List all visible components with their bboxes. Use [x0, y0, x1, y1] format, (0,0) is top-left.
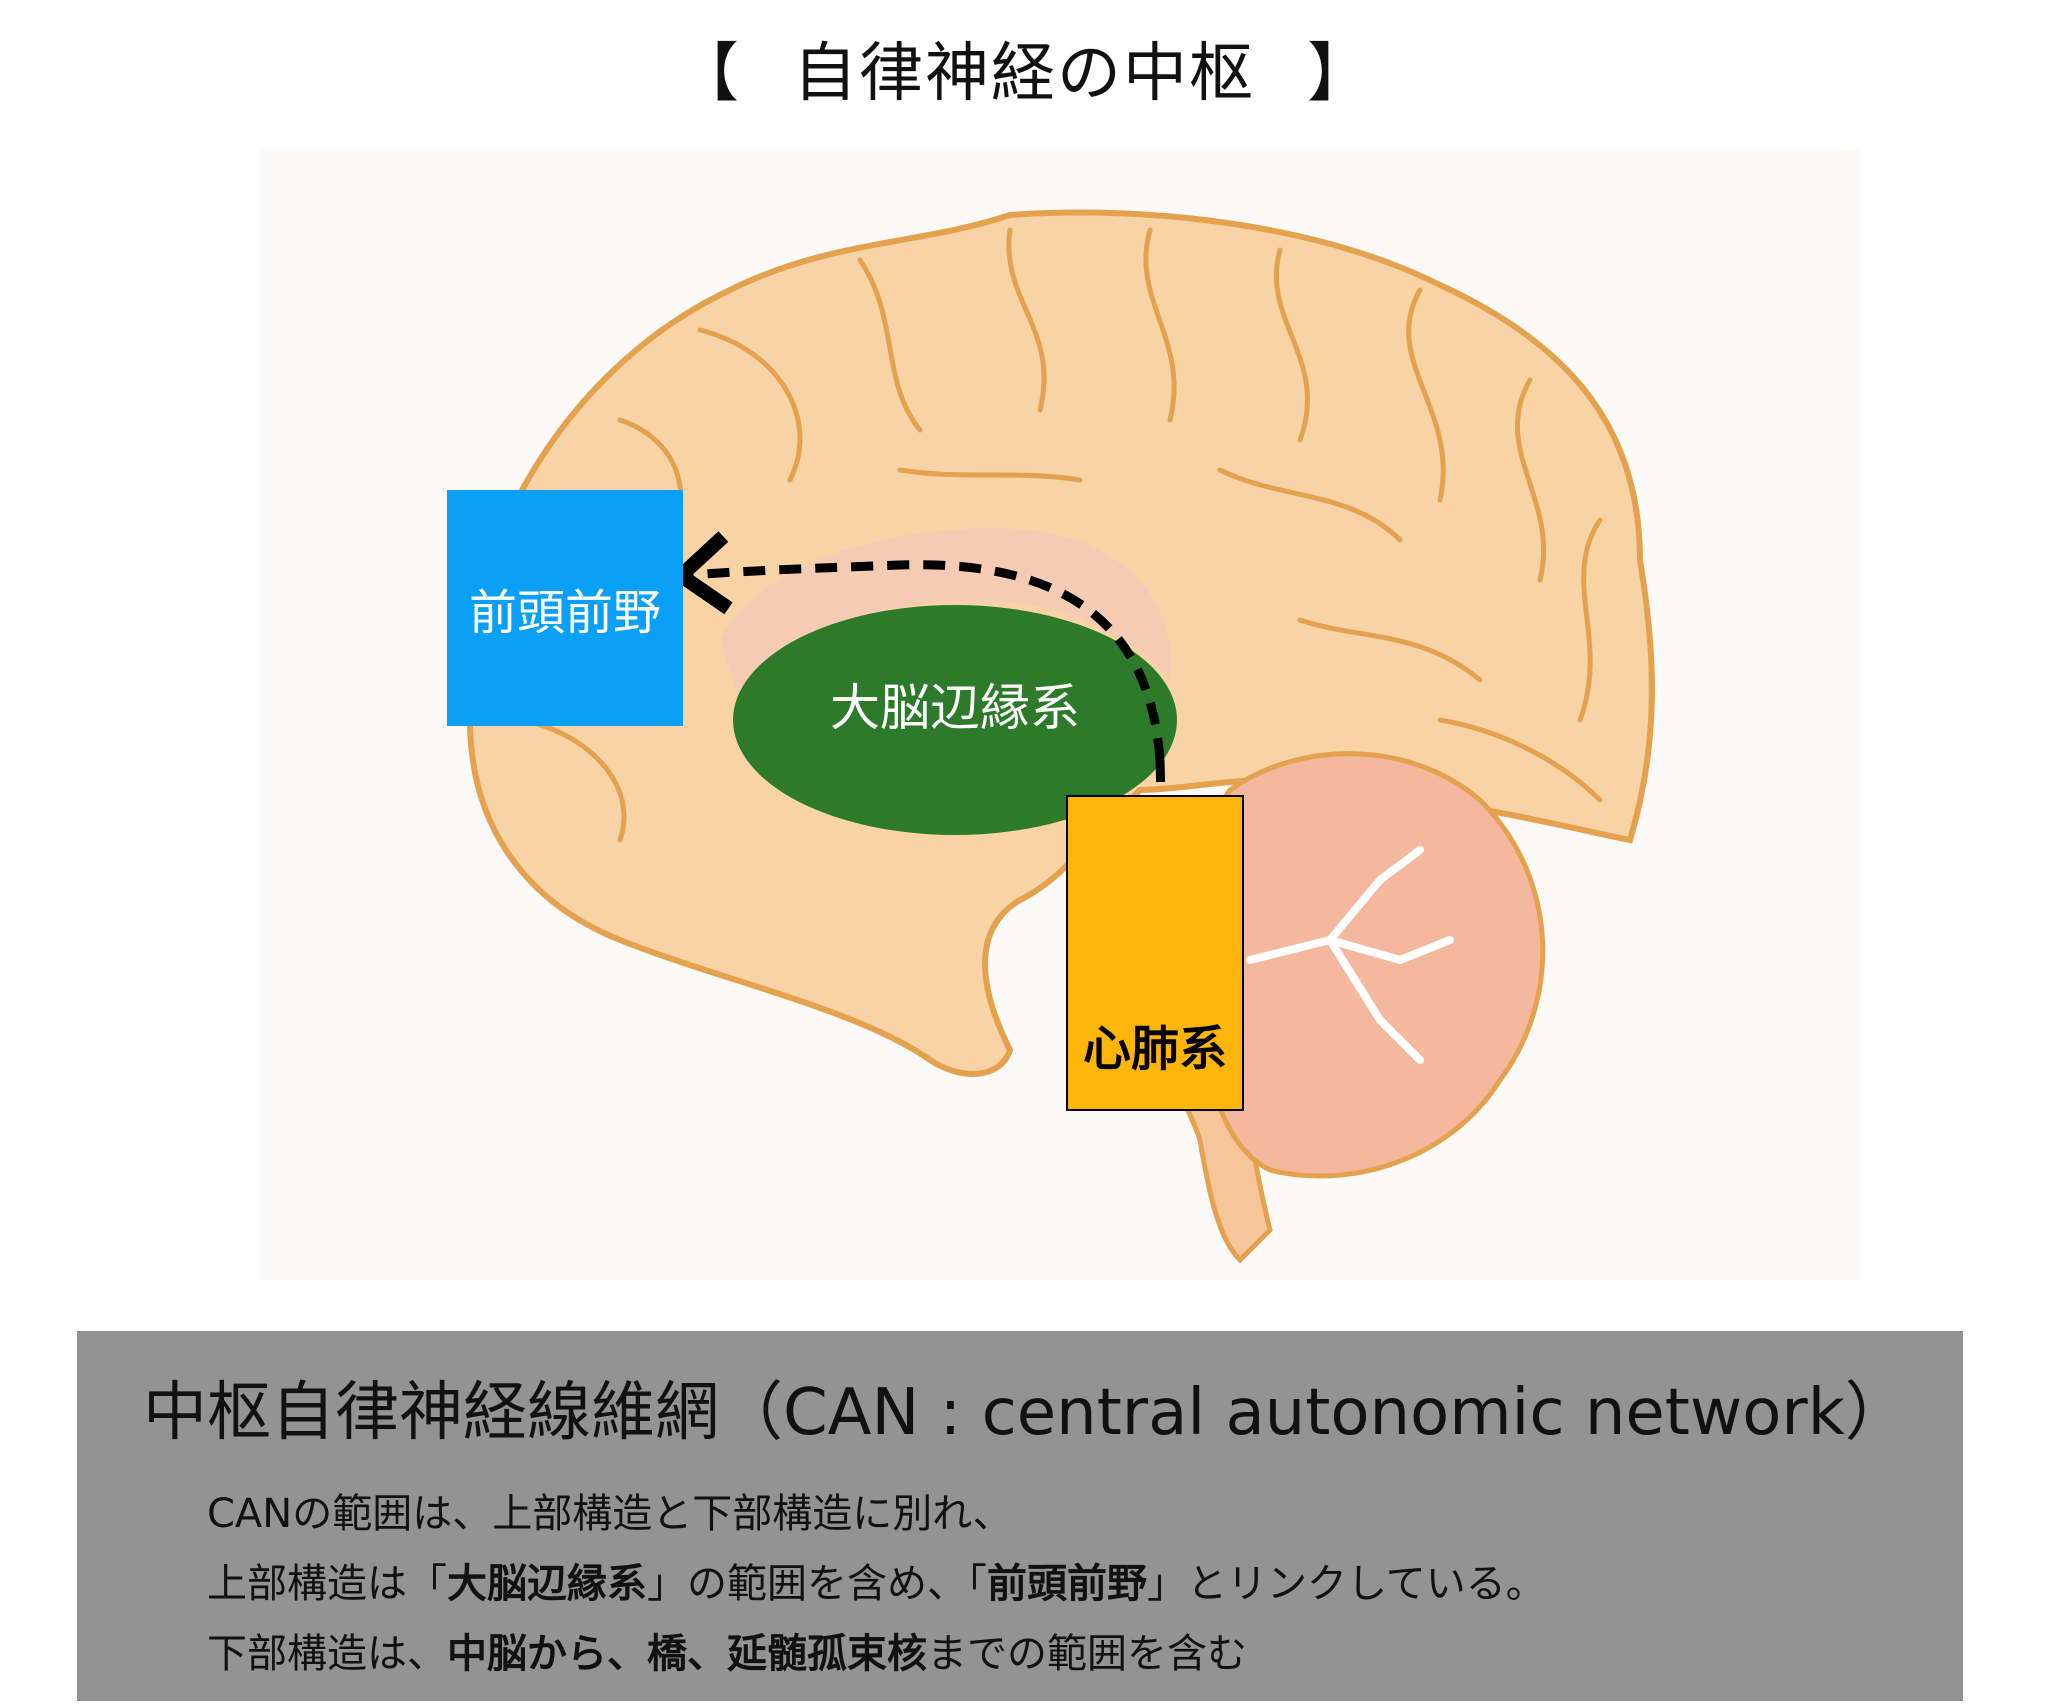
info-line-2-part-c: 」の範囲を含め、「 [647, 1561, 987, 1607]
info-panel: 中枢自律神経線維網（CAN : central autonomic networ… [77, 1331, 1963, 1701]
title-close-bracket: 】 [1307, 37, 1373, 111]
info-line-2-part-a: 上部構造は「 [207, 1561, 447, 1607]
limbic-system-ellipse [733, 605, 1177, 835]
info-line-3-part-c: までの範囲を含む [927, 1631, 1247, 1677]
gyri [517, 227, 1603, 843]
info-heading: 中枢自律神経線維網（CAN : central autonomic networ… [143, 1376, 1909, 1450]
info-line-3-structures: 中脳から、橋、延髄孤束核 [447, 1631, 927, 1677]
cardiopulmonary-label: 心肺系 [1082, 1021, 1227, 1077]
info-line-3-part-a: 下部構造は、 [207, 1631, 447, 1677]
prefrontal-cortex-label: 前頭前野 [468, 585, 661, 641]
arrow-to-prefrontal [669, 531, 1165, 761]
info-line-2: 上部構造は「大脳辺縁系」の範囲を含め、「前頭前野」とリンクしている。 [207, 1551, 1546, 1609]
brain-diagram [465, 209, 1655, 1264]
limbic-system-label: 大脳辺縁系 [830, 679, 1080, 737]
info-line-1: CANの範囲は、上部構造と下部構造に別れ、 [207, 1491, 1013, 1537]
title-text: 自律神経の中枢 [793, 37, 1255, 111]
cardiopulmonary-box: 心肺系 [1066, 795, 1244, 1111]
info-line-2-prefrontal: 前頭前野 [987, 1561, 1147, 1607]
info-line-3: 下部構造は、中脳から、橋、延髄孤束核までの範囲を含む [207, 1621, 1247, 1679]
page-title: 【自律神経の中枢】 [0, 22, 2048, 114]
cerebellum-arbor [1246, 846, 1454, 1064]
prefrontal-cortex-box: 前頭前野 [447, 490, 683, 726]
info-line-2-limbic: 大脳辺縁系 [447, 1561, 647, 1607]
info-line-2-part-e: 」とリンクしている。 [1147, 1561, 1546, 1607]
title-open-bracket: 【 [675, 37, 741, 111]
